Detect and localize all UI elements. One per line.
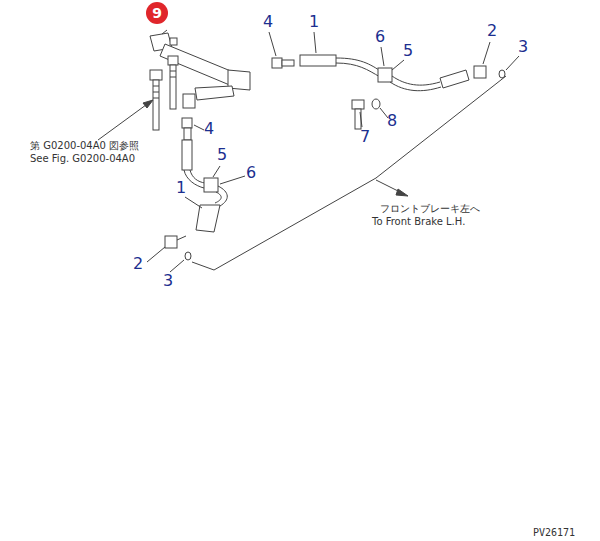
upper-hose [272,55,505,91]
note-text: See Fig. G0200-04A0 [30,153,135,164]
callout-number: 2 [133,255,143,273]
callout-number: 8 [387,112,397,130]
lower-hose [165,118,227,260]
note-text: 第 G0200-04A0 図参照 [30,140,139,151]
note-text: To Front Brake L.H. [372,216,465,227]
brake-pipe [192,76,506,270]
mounting-bolts [150,56,178,130]
manifold [150,33,250,108]
leader-lines [147,30,519,272]
callout-number: 5 [403,42,413,60]
callout-number: 6 [246,164,256,182]
callout-number: 1 [176,179,186,197]
callout-number: 2 [487,22,497,40]
callout-number: 7 [360,128,370,146]
callout-badge: 9 [146,2,168,24]
callout-number: 9 [152,6,162,20]
callout-number: 3 [518,38,528,56]
note-text: フロントブレーキ左へ [380,203,480,214]
drawing-code: PV26171 [533,527,575,538]
callout-number: 1 [309,13,319,31]
callout-number: 6 [375,28,385,46]
bolt-washer [352,99,380,129]
callout-number: 4 [204,120,214,138]
callout-number: 5 [217,146,227,164]
callout-number: 4 [263,13,273,31]
callout-number: 3 [163,272,173,290]
